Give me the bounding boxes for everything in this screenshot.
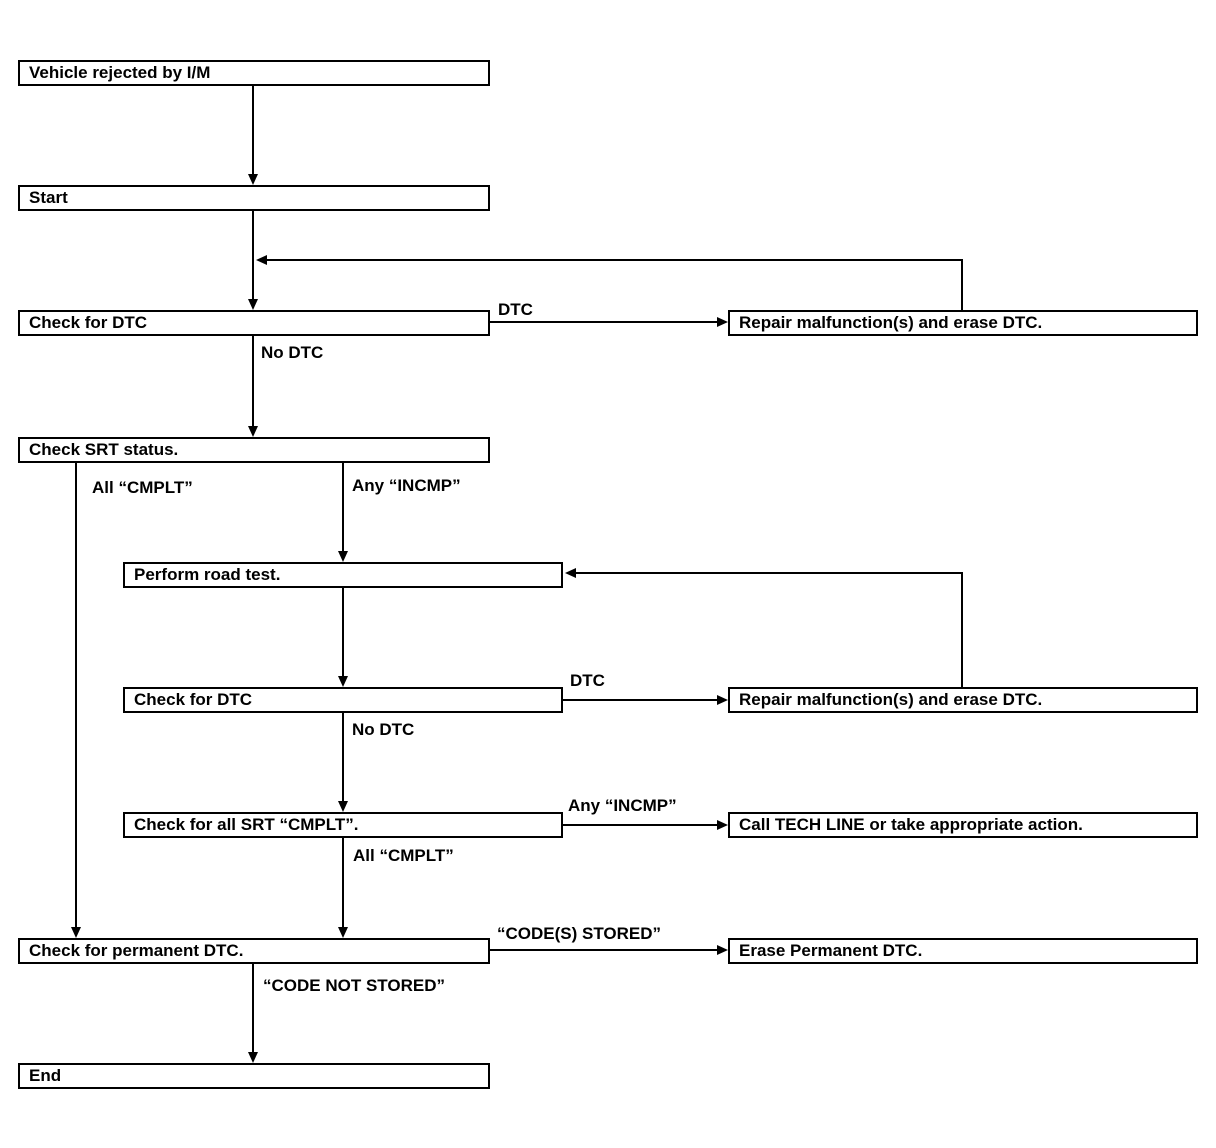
arrow-down-icon	[338, 551, 348, 562]
edge-label-code-not-stored: “CODE NOT STORED”	[263, 976, 445, 995]
node-check-for-dtc-1: Check for DTC	[18, 310, 490, 336]
arrow-right-icon	[717, 317, 728, 327]
arrow-down-icon	[248, 174, 258, 185]
connector-feedback2-horizontal	[574, 572, 963, 574]
connector-checkdtc2-to-srtcmplt	[342, 713, 344, 802]
connector-vehicle-to-start	[252, 86, 254, 176]
connector-feedback1-horizontal	[265, 259, 963, 261]
connector-feedback1-vertical	[961, 259, 963, 310]
arrow-left-icon	[565, 568, 576, 578]
arrow-right-icon	[717, 945, 728, 955]
node-start: Start	[18, 185, 490, 211]
node-repair-malfunctions-2: Repair malfunction(s) and erase DTC.	[728, 687, 1198, 713]
connector-permanent-to-erase	[490, 949, 718, 951]
edge-label-all-cmplt-2: All “CMPLT”	[353, 846, 454, 865]
edge-label-any-incmp-2: Any “INCMP”	[568, 796, 677, 815]
edge-label-all-cmplt-branch: All “CMPLT”	[92, 478, 193, 497]
node-end: End	[18, 1063, 490, 1089]
arrow-left-icon	[256, 255, 267, 265]
node-perform-road-test: Perform road test.	[123, 562, 563, 588]
arrow-down-icon	[248, 1052, 258, 1063]
node-check-srt-status: Check SRT status.	[18, 437, 490, 463]
edge-label-dtc-1: DTC	[498, 300, 533, 319]
connector-start-to-checkdtc1	[252, 211, 254, 300]
arrow-down-icon	[338, 801, 348, 812]
arrow-down-icon	[338, 927, 348, 938]
arrow-down-icon	[248, 299, 258, 310]
connector-feedback2-vertical	[961, 572, 963, 687]
node-vehicle-rejected-by-im: Vehicle rejected by I/M	[18, 60, 490, 86]
node-call-tech-line: Call TECH LINE or take appropriate actio…	[728, 812, 1198, 838]
connector-allcmplt-branch	[75, 463, 77, 928]
connector-checkdtc2-to-repair2	[563, 699, 718, 701]
connector-anyincmp-to-roadtest	[342, 463, 344, 552]
node-check-for-permanent-dtc: Check for permanent DTC.	[18, 938, 490, 964]
arrow-down-icon	[248, 426, 258, 437]
node-check-for-all-srt-cmplt: Check for all SRT “CMPLT”.	[123, 812, 563, 838]
connector-permanent-to-end	[252, 964, 254, 1053]
node-erase-permanent-dtc: Erase Permanent DTC.	[728, 938, 1198, 964]
connector-roadtest-to-checkdtc2	[342, 588, 344, 677]
arrow-down-icon	[338, 676, 348, 687]
arrow-right-icon	[717, 820, 728, 830]
arrow-right-icon	[717, 695, 728, 705]
connector-srtcmplt-to-permanent	[342, 838, 344, 928]
edge-label-codes-stored: “CODE(S) STORED”	[497, 924, 662, 943]
node-check-for-dtc-2: Check for DTC	[123, 687, 563, 713]
edge-label-no-dtc-2: No DTC	[352, 720, 415, 739]
edge-label-dtc-2: DTC	[570, 671, 605, 690]
arrow-down-icon	[71, 927, 81, 938]
edge-label-no-dtc-1: No DTC	[261, 343, 324, 362]
edge-label-any-incmp-1: Any “INCMP”	[352, 476, 461, 495]
connector-checkdtc1-to-repair1	[490, 321, 718, 323]
node-repair-malfunctions-1: Repair malfunction(s) and erase DTC.	[728, 310, 1198, 336]
connector-srtcmplt-to-techline	[563, 824, 718, 826]
connector-checkdtc1-to-checksrt	[252, 336, 254, 427]
